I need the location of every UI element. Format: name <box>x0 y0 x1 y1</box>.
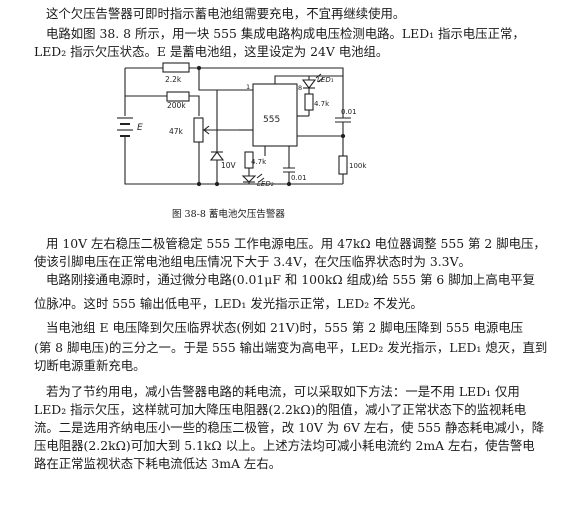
resistor-led2-label: 4.7k <box>251 158 267 166</box>
resistor-100k-label: 100k <box>349 162 367 170</box>
zener-diode-icon <box>209 90 225 184</box>
circuit-schematic: E 2.2k 200k 47k 10V 555 1 8 LED₁ 4.7k <box>117 62 367 188</box>
paragraph-circuit-line2: LED₂ 指示欠压状态。E 是蓄电池组，这里设定为 24V 电池组。 <box>34 44 389 59</box>
resistor-2k2 <box>162 62 190 73</box>
paragraph-startup-line2: 位脉冲。这时 555 输出低电平，LED₁ 发光指示正常，LED₂ 不发光。 <box>34 296 423 311</box>
ic-555-label: 555 <box>263 115 280 125</box>
battery-icon <box>117 117 133 142</box>
resistor-2k2-label: 2.2k <box>165 75 182 84</box>
paragraph-undervolt-line3: 切断电源重新充电。 <box>34 358 146 373</box>
paragraph-saving-line5: 路在正常监视状态下耗电流低达 3mA 左右。 <box>34 456 282 471</box>
paragraph-startup-line1: 电路刚接通电源时，通过微分电路(0.01μF 和 100kΩ 组成)给 555 … <box>46 272 535 287</box>
pin-8-label: 8 <box>298 84 302 92</box>
led2-label: LED₂ <box>257 180 274 188</box>
battery-label: E <box>137 123 143 133</box>
potentiometer-47k <box>193 117 204 143</box>
potentiometer-47k-label: 47k <box>169 127 184 136</box>
capacitor-b <box>283 167 295 173</box>
paragraph-undervolt-line2: (第 8 脚电压)的三分之一。于是 555 输出端变为高电平，LED₂ 发光指示… <box>34 340 548 355</box>
paragraph-zener-line2: 使该引脚电压在正常电池组电压情况下大于 3.4V，在欠压临界状态时为 3.3V。 <box>34 254 471 269</box>
paragraph-saving-line3: 流。二是选用齐纳电压小一些的稳压二极管，改 10V 为 6V 左右，使 555 … <box>34 420 545 435</box>
paragraph-saving-line1: 若为了节约用电，减小告警器电路的耗电流，可以采取如下方法：一是不用 LED₁ 仅… <box>46 384 520 399</box>
paragraph-circuit-line1: 电路如图 38. 8 所示，用一块 555 集成电路构成电压检测电路。LED₁ … <box>46 26 525 41</box>
capacitor-a <box>335 117 351 123</box>
resistor-200k <box>166 91 190 102</box>
capacitor-a-label: 0.01 <box>341 108 357 116</box>
pin-1-label: 1 <box>246 83 250 91</box>
led1-label: LED₁ <box>317 76 334 84</box>
figure-caption: 图 38-8 蓄电池欠压告警器 <box>172 209 285 220</box>
paragraph-zener-line1: 用 10V 左右稳压二极管稳定 555 工作电源电压。用 47kΩ 电位器调整 … <box>46 236 546 251</box>
bottom-rail <box>124 142 343 185</box>
resistor-100k <box>338 155 348 175</box>
capacitor-b-label: 0.01 <box>291 174 307 182</box>
paragraph-saving-line2: LED₂ 指示欠压，这样就可加大降压电阻器(2.2kΩ)的阻值，减小了正常状态下… <box>34 402 527 417</box>
paragraph-intro: 这个欠压告警器可即时指示蓄电池组需要充电，不宜再继续使用。 <box>46 6 406 21</box>
paragraph-saving-line4: 压电阻器(2.2kΩ)可加大到 5.1kΩ 以上。上述方法均可减小耗电流约 2m… <box>34 438 535 453</box>
zener-label: 10V <box>221 161 237 170</box>
resistor-led1-label: 4.7k <box>314 100 330 108</box>
paragraph-undervolt-line1: 当电池组 E 电压降到欠压临界状态(例如 21V)时，555 第 2 脚电压降到… <box>46 320 524 335</box>
resistor-200k-label: 200k <box>167 101 186 110</box>
resistor-led1 <box>304 93 314 111</box>
